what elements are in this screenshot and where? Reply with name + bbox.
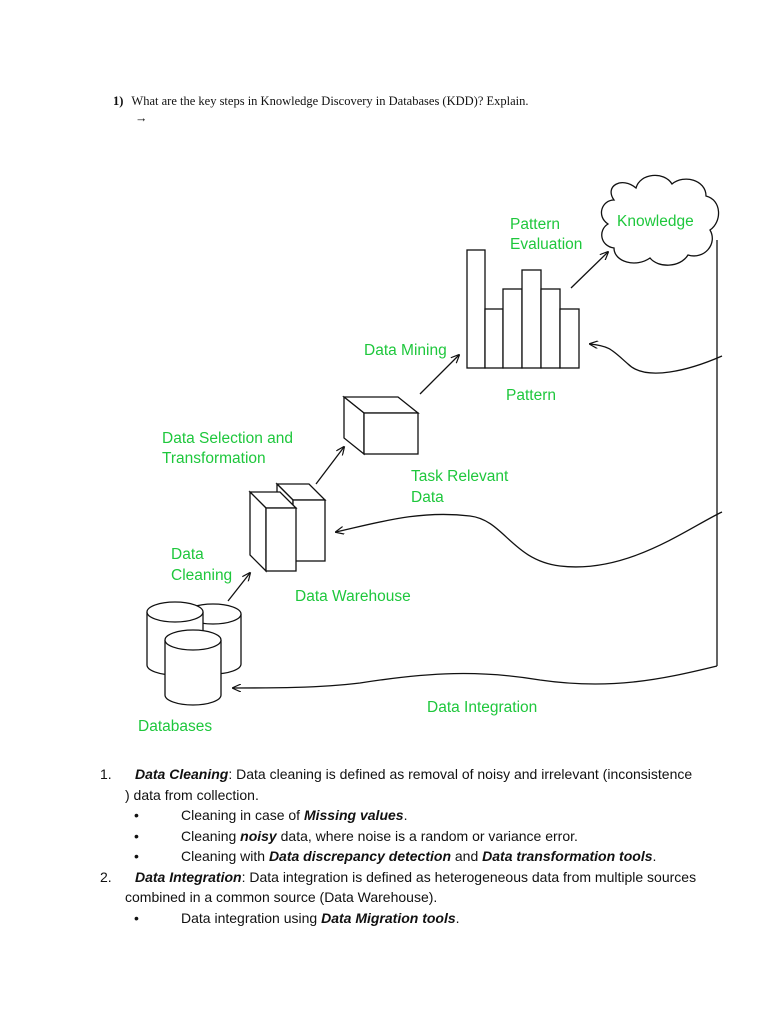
- label-data-selection-line2: Transformation: [162, 450, 266, 467]
- bullet-item: •Cleaning with Data discrepancy detectio…: [100, 846, 700, 867]
- label-data-cleaning-line1: Data: [171, 546, 204, 563]
- label-data-integration: Data Integration: [427, 699, 537, 716]
- label-task-relevant-line1: Task Relevant: [411, 468, 509, 485]
- explanation-list: 1. Data Cleaning: Data cleaning is define…: [100, 764, 700, 928]
- list-item-data-integration: 2. Data Integration: Data integration is …: [100, 867, 700, 908]
- bullet-item: •Data integration using Data Migration t…: [100, 908, 700, 929]
- kdd-diagram: Knowledge Pattern Evaluation Data Mining…: [138, 174, 723, 735]
- bullet-item: •Cleaning noisy data, where noise is a r…: [100, 826, 700, 847]
- list-term: Data Integration: [135, 868, 242, 885]
- bullet-icon: •: [134, 827, 139, 844]
- label-pattern-evaluation-line2: Evaluation: [510, 236, 582, 253]
- label-pattern-evaluation-line1: Pattern: [510, 216, 560, 233]
- databases-icon: [146, 601, 242, 706]
- question: 1) What are the key steps in Knowledge Di…: [113, 93, 529, 127]
- answer-arrow-icon: →: [135, 111, 148, 125]
- task-relevant-data-cube-icon: [342, 395, 420, 456]
- list-number: 1.: [100, 766, 112, 782]
- bullet-item: •Cleaning in case of Missing values.: [100, 805, 700, 826]
- question-number: 1): [113, 94, 124, 108]
- list-item-data-cleaning: 1. Data Cleaning: Data cleaning is define…: [100, 764, 700, 805]
- list-description: : Data cleaning is defined as removal of…: [125, 766, 693, 803]
- label-task-relevant-line2: Data: [411, 489, 444, 506]
- pattern-bars-icon: [466, 249, 580, 369]
- question-text: What are the key steps in Knowledge Disc…: [131, 94, 529, 108]
- label-data-mining: Data Mining: [364, 342, 447, 359]
- label-data-cleaning-line2: Cleaning: [171, 567, 232, 584]
- list-description: : Data integration is defined as heterog…: [125, 868, 697, 906]
- label-data-selection-line1: Data Selection and: [162, 430, 293, 447]
- label-knowledge: Knowledge: [617, 213, 694, 230]
- knowledge-cloud-icon: [600, 174, 720, 266]
- list-term: Data Cleaning: [135, 766, 229, 782]
- bullet-icon: •: [134, 807, 139, 823]
- data-warehouse-icon: [248, 482, 327, 573]
- label-data-warehouse: Data Warehouse: [295, 588, 411, 605]
- label-pattern: Pattern: [506, 387, 556, 404]
- bullet-icon: •: [134, 909, 139, 926]
- bullet-icon: •: [134, 848, 139, 864]
- list-number: 2.: [100, 868, 112, 885]
- label-databases: Databases: [138, 718, 212, 735]
